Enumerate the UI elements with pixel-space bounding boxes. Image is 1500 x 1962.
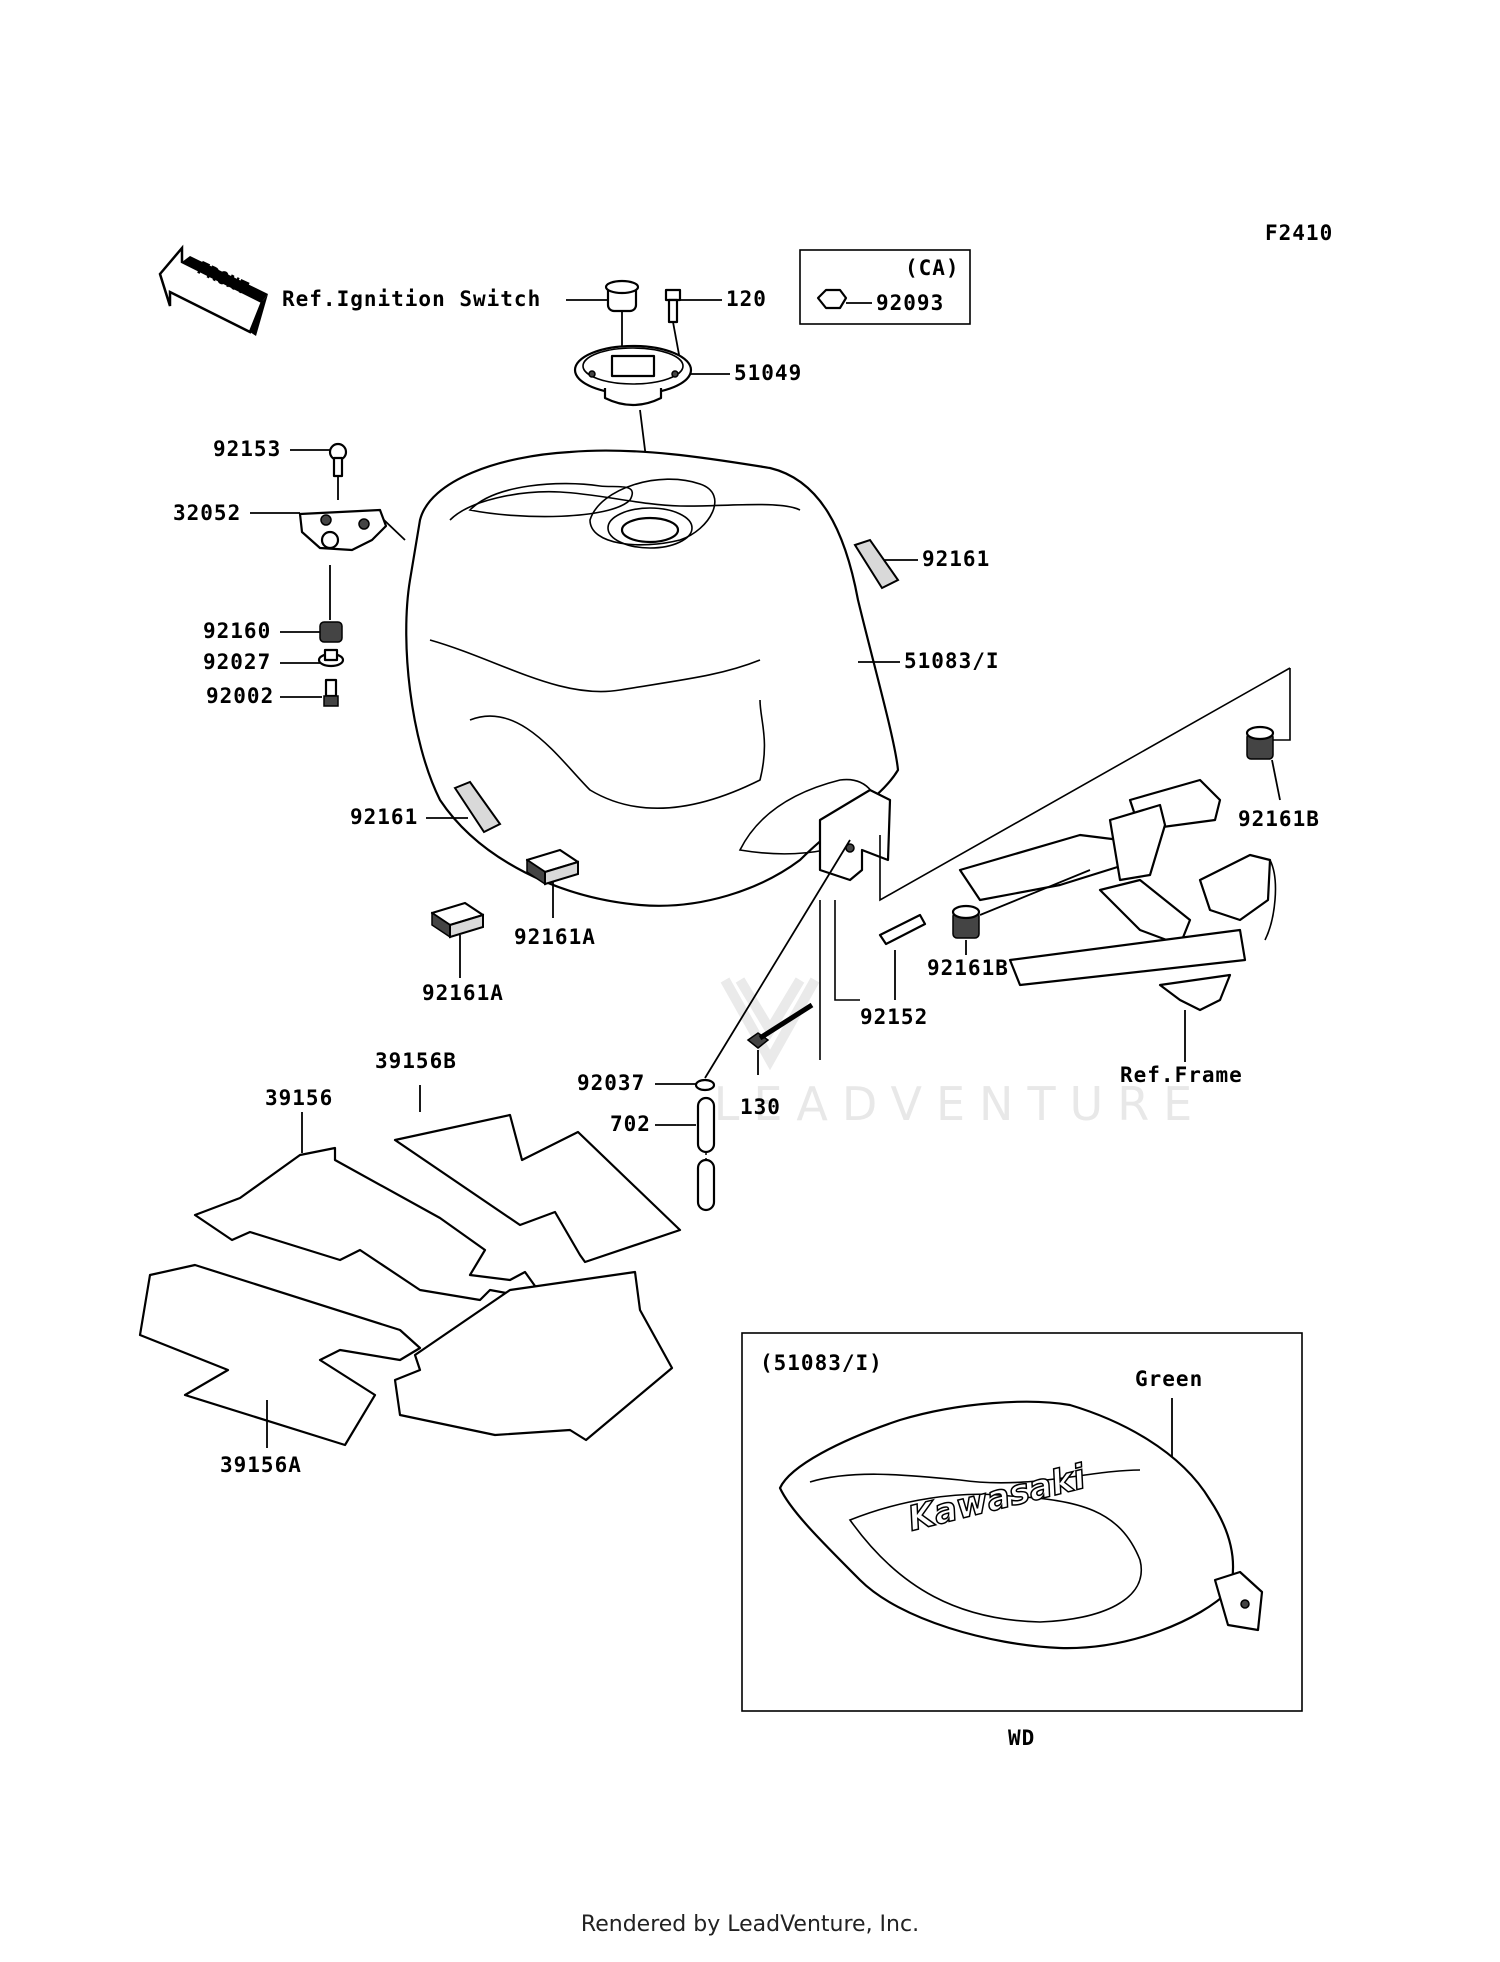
- frame-reference: [819, 667, 1291, 1062]
- callout-120: 120: [726, 287, 767, 311]
- bolt-92002: [323, 678, 339, 707]
- figure-code: F2410: [1265, 221, 1333, 245]
- ca-box-title: (CA): [905, 256, 960, 280]
- wd-box-color-label: Green: [1135, 1367, 1203, 1391]
- watermark: LEADVENTURE: [714, 977, 1207, 1131]
- grommet-92160: [319, 621, 343, 643]
- wd-box: (51083/I) Green Kawasaki WD: [741, 1332, 1303, 1750]
- callout-leads: [250, 299, 918, 1448]
- callout-92153: 92153: [213, 437, 281, 461]
- callout-92037: 92037: [577, 1071, 645, 1095]
- collar-92152: [878, 913, 927, 1000]
- filler-cap: [573, 344, 693, 491]
- callout-92161A-left: 92161A: [422, 981, 504, 1005]
- callout-92160: 92160: [203, 619, 271, 643]
- callout-92161B-lower: 92161B: [927, 956, 1009, 980]
- callout-92161-top: 92161: [922, 547, 990, 571]
- callout-51083-I: 51083/I: [904, 649, 1000, 673]
- callout-92161B-upper: 92161B: [1238, 807, 1320, 831]
- pad-92161A-right: [525, 848, 580, 886]
- callout-92161-left: 92161: [350, 805, 418, 829]
- callout-92027: 92027: [203, 650, 271, 674]
- callout-51049: 51049: [734, 361, 802, 385]
- callout-32052: 32052: [173, 501, 241, 525]
- wd-box-caption: WD: [1008, 1726, 1035, 1750]
- watermark-text: LEADVENTURE: [714, 1077, 1207, 1131]
- fuel-tank: [405, 449, 900, 907]
- callout-39156A: 39156A: [220, 1453, 302, 1477]
- pad-39156B: [393, 1113, 682, 1264]
- front-arrow-icon: FRONT: [158, 244, 268, 336]
- callout-39156B: 39156B: [375, 1049, 457, 1073]
- hose-702: [696, 1096, 716, 1212]
- rubber-damper-92161B-upper: [1245, 725, 1281, 801]
- callout-ref-ignition-switch: Ref.Ignition Switch: [282, 287, 541, 311]
- bolt-130: [746, 1002, 814, 1075]
- footer-credit: Rendered by LeadVenture, Inc.: [580, 1912, 920, 1937]
- callout-ref-frame: Ref.Frame: [1120, 1063, 1243, 1087]
- pad-39156A-left: [138, 1263, 422, 1447]
- callout-130: 130: [740, 1095, 781, 1119]
- rubber-damper-92161B-lower: [951, 869, 1091, 955]
- callout-702: 702: [610, 1112, 651, 1136]
- wd-box-title: (51083/I): [760, 1351, 883, 1375]
- callout-92161A-right: 92161A: [514, 925, 596, 949]
- callout-92152: 92152: [860, 1005, 928, 1029]
- bolt-120: [664, 288, 682, 361]
- collar-92027: [317, 648, 345, 668]
- callout-92002: 92002: [206, 684, 274, 708]
- ignition-lock-part: [604, 279, 640, 360]
- clip-92037: [694, 839, 851, 1092]
- pad-39156A-right: [393, 1270, 674, 1442]
- pad-92161A-left: [430, 901, 485, 939]
- pad-39156: [193, 1146, 547, 1302]
- bolt-92153: [328, 442, 348, 500]
- bracket-32052: [298, 508, 406, 620]
- ca-box-part: 92093: [876, 291, 944, 315]
- pad-92161-left: [453, 780, 502, 834]
- pad-92161-top: [853, 538, 900, 590]
- ca-box: (CA) 92093: [799, 249, 971, 325]
- callouts: Ref.Ignition Switch 120 51049 92153 3205…: [173, 287, 1320, 1477]
- callout-39156: 39156: [265, 1086, 333, 1110]
